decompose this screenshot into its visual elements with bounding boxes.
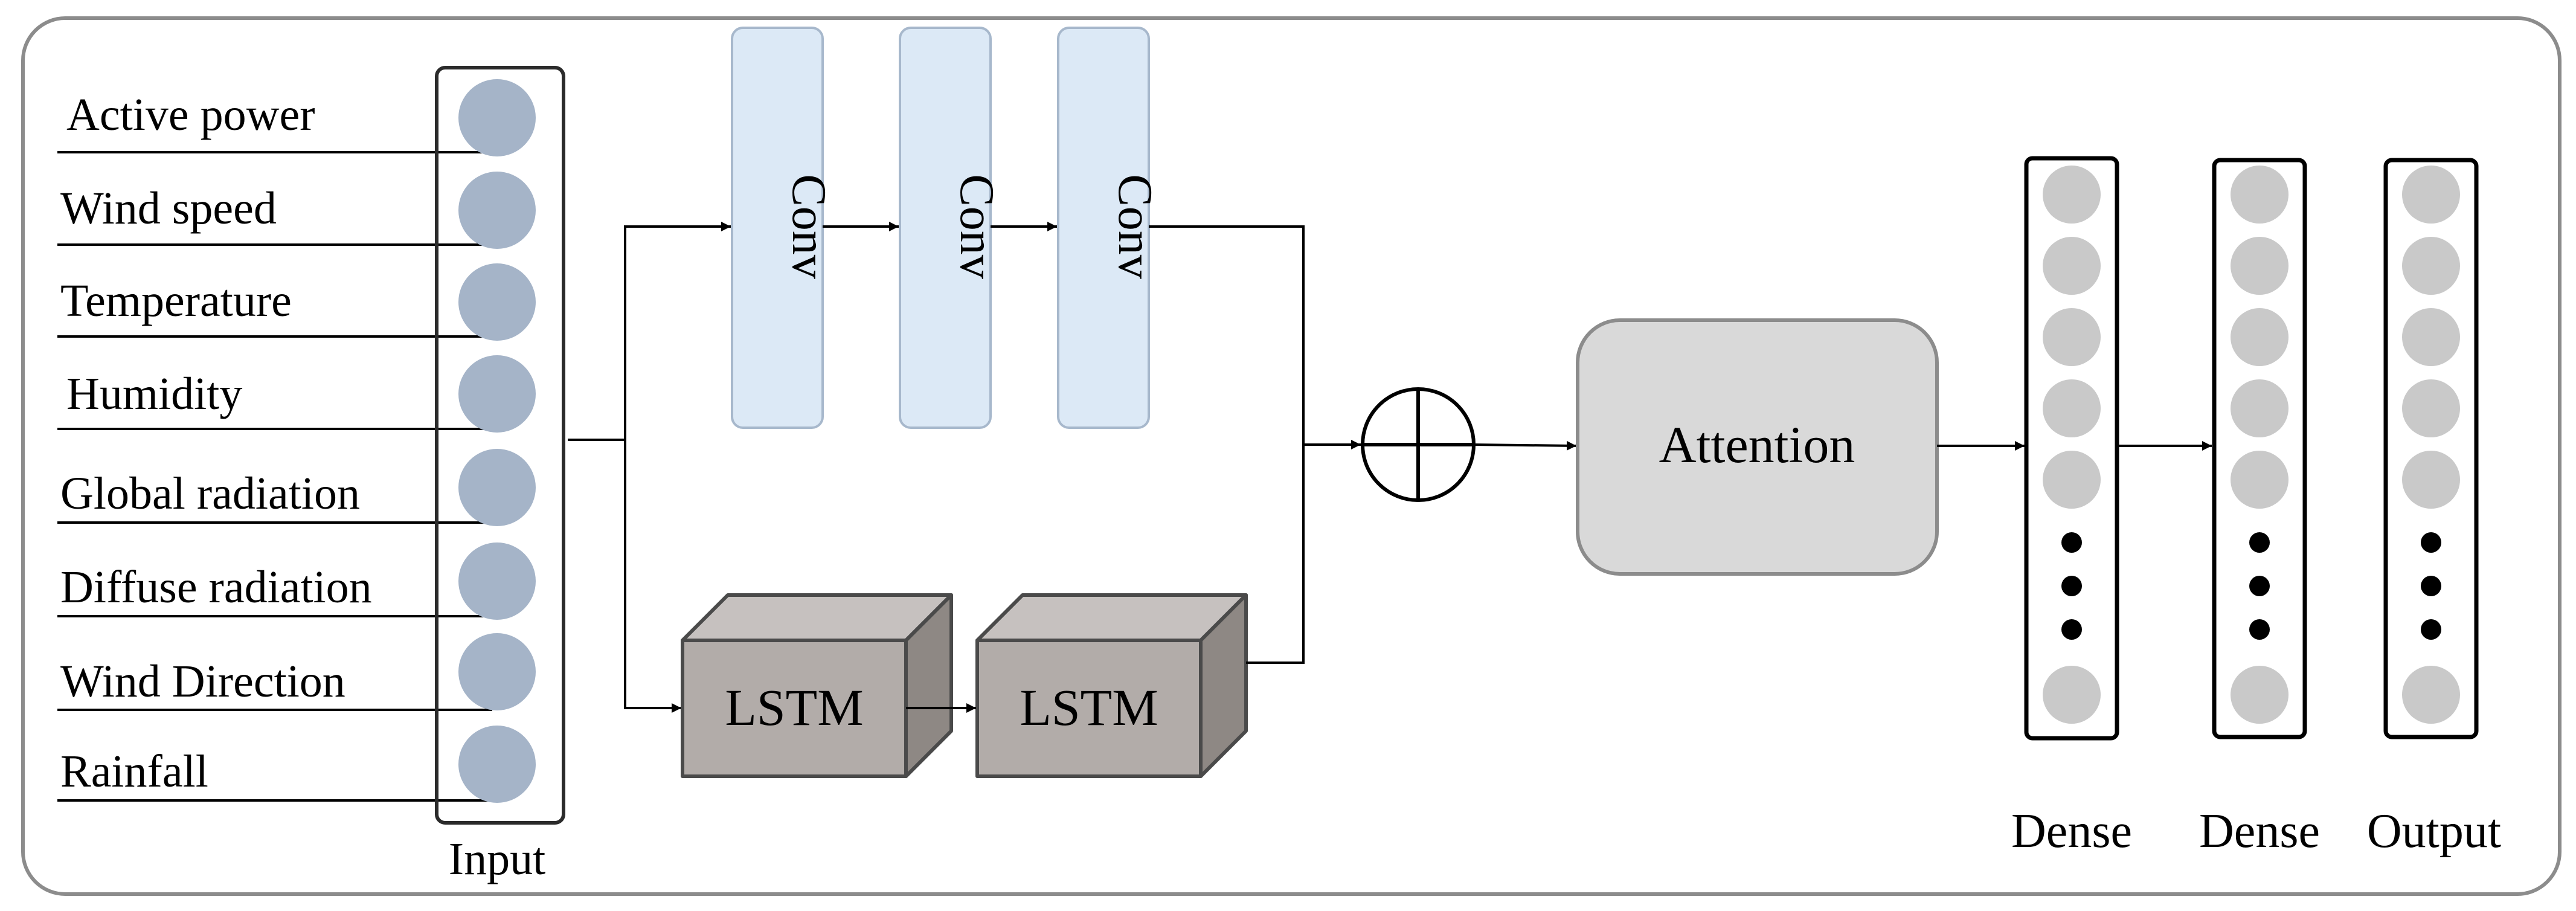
output-node — [2402, 379, 2460, 437]
input-node — [458, 726, 536, 803]
dense-caption: Dense — [2199, 805, 2320, 858]
input-caption: Input — [449, 834, 545, 884]
input-column — [435, 66, 565, 825]
input-nodes — [458, 79, 536, 803]
input-node — [458, 633, 536, 710]
dense-node — [2043, 666, 2101, 724]
branch-connectors — [568, 222, 731, 713]
conv-to-merge — [1149, 225, 1305, 445]
dense-node — [2231, 666, 2289, 724]
dense-node — [2231, 237, 2289, 295]
output-node — [2402, 666, 2460, 724]
dense-node — [2231, 166, 2289, 224]
dense-node — [2231, 308, 2289, 366]
dense-node — [2043, 451, 2101, 509]
dense-node — [2043, 166, 2101, 224]
merge-to-attention-arrow — [1473, 440, 1577, 451]
input-node — [458, 542, 536, 620]
feature-label-global-radiation: Global radiation — [60, 468, 360, 519]
feature-label-diffuse-radiation: Diffuse radiation — [60, 562, 372, 613]
lstm-label: LSTM — [1020, 678, 1158, 736]
dense-node — [2231, 451, 2289, 509]
dense-node — [2043, 237, 2101, 295]
dense-column-2 — [2212, 158, 2307, 739]
output-caption: Output — [2367, 805, 2501, 858]
conv-branch: Conv Conv Conv — [731, 27, 1305, 445]
dense-node — [2043, 308, 2101, 366]
lstm-block — [975, 593, 1248, 778]
feature-label-rainfall: Rainfall — [60, 746, 208, 797]
output-column — [2383, 158, 2479, 739]
feature-label-wind-direction: Wind Direction — [60, 656, 345, 707]
ellipsis-dots — [2421, 532, 2441, 640]
merge-node — [1303, 387, 1577, 502]
feature-label-wind-speed: Wind speed — [60, 183, 277, 234]
input-node — [458, 172, 536, 249]
feature-label-active-power: Active power — [66, 89, 315, 140]
input-node — [458, 263, 536, 341]
output-node — [2402, 308, 2460, 366]
lstm-block — [681, 593, 953, 778]
ellipsis-dots — [2249, 532, 2270, 640]
feature-label-temperature: Temperature — [60, 275, 292, 326]
input-node — [458, 79, 536, 156]
input-labels: Active power Wind speed Temperature Humi… — [57, 89, 492, 802]
arrow-to-lstm — [624, 440, 681, 713]
outer-frame — [21, 16, 2562, 896]
attention-label: Attention — [1659, 416, 1855, 474]
ellipsis-dots — [2061, 532, 2082, 640]
dense-node — [2231, 379, 2289, 437]
arrow-to-conv — [624, 222, 731, 440]
lstm-to-merge — [1246, 445, 1305, 664]
feature-label-humidity: Humidity — [66, 369, 242, 419]
output-node — [2402, 166, 2460, 224]
dense-caption: Dense — [2011, 805, 2132, 858]
input-node — [458, 449, 536, 526]
attention-block: Attention — [1576, 318, 2025, 576]
lstm-label: LSTM — [725, 678, 863, 736]
output-node — [2402, 451, 2460, 509]
lstm-branch: LSTM LSTM — [681, 445, 1305, 778]
dense-column-1 — [2024, 156, 2212, 741]
input-node — [458, 355, 536, 433]
output-node — [2402, 237, 2460, 295]
dense-node — [2043, 379, 2101, 437]
